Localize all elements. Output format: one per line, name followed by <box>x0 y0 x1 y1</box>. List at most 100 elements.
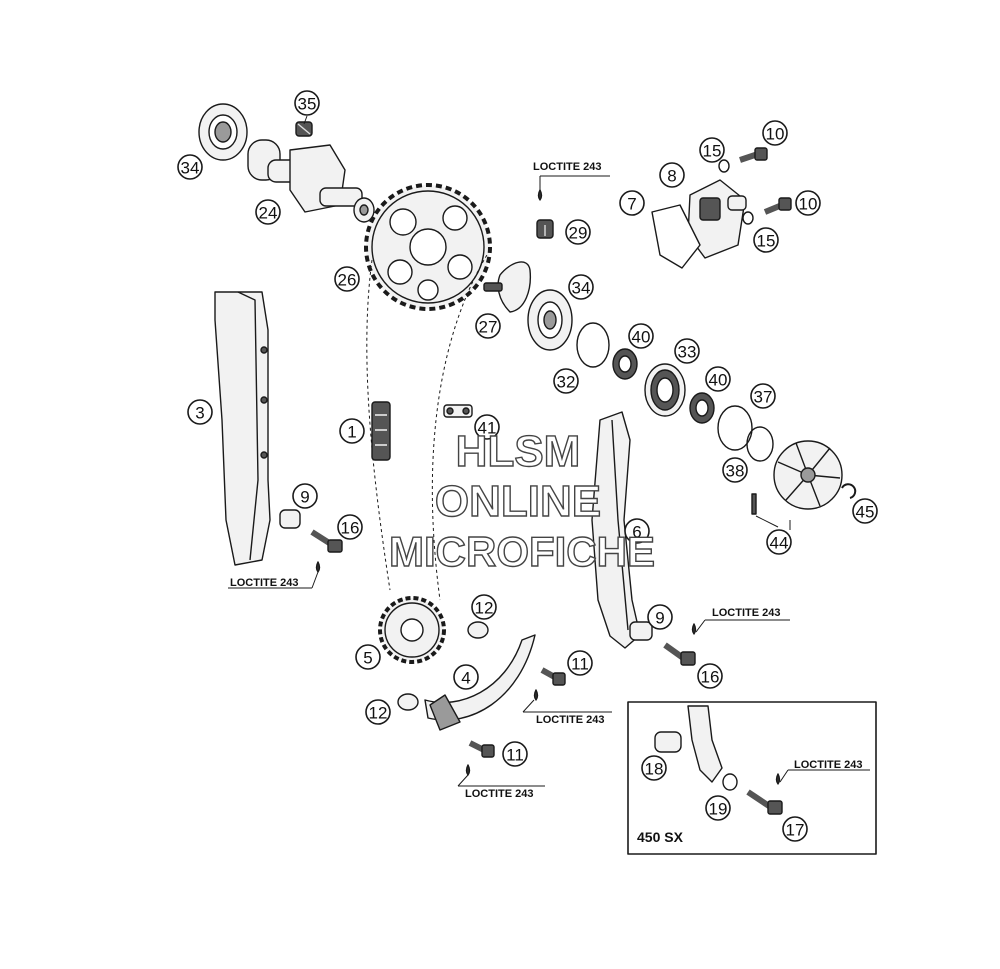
callout-number: 15 <box>703 142 722 161</box>
callout-circle <box>471 594 497 620</box>
chain-tensioner-8 <box>687 179 747 259</box>
bearing-34-left <box>198 103 248 161</box>
callout-circle <box>475 313 501 339</box>
callout-18: 18 <box>641 755 667 781</box>
variant-box-450sx <box>627 701 877 855</box>
callout-circle <box>699 137 725 163</box>
callout-circle <box>619 190 645 216</box>
callout-34b: 34 <box>568 274 594 300</box>
callout-circle <box>641 755 667 781</box>
callout-number: 33 <box>678 343 697 362</box>
callout-19: 19 <box>705 795 731 821</box>
callout-number: 34 <box>572 279 591 298</box>
callout-11b: 11 <box>502 741 528 767</box>
callout-number: 37 <box>754 388 773 407</box>
watermark-line-2: ONLINE <box>435 477 601 526</box>
callout-circle <box>334 266 360 292</box>
callout-circle <box>567 650 593 676</box>
bushing-9-right <box>629 621 653 641</box>
washer-15-lower <box>742 211 754 225</box>
loctite-label-left: LOCTITE 243 <box>230 577 298 589</box>
screw-11-upper <box>540 667 566 686</box>
callout-15a: 15 <box>699 137 725 163</box>
callout-number: 12 <box>475 599 494 618</box>
callout-circle <box>565 219 591 245</box>
callout-11a: 11 <box>567 650 593 676</box>
loctite-label-top: LOCTITE 243 <box>533 161 601 173</box>
callout-circle <box>337 514 363 540</box>
loctite-label-bottom: LOCTITE 243 <box>465 788 533 800</box>
callout-circle <box>647 604 673 630</box>
callout-number: 4 <box>461 669 470 688</box>
callout-circle <box>355 644 381 670</box>
water-pump-impeller-44 <box>773 440 843 510</box>
loctite-labels: LOCTITE 243 LOCTITE 243 LOCTITE 243 LOCT… <box>230 161 862 800</box>
callout-circle <box>292 483 318 509</box>
callout-labels: 1345678991010111112121515161617181924262… <box>177 90 878 842</box>
screw-29 <box>536 219 554 239</box>
loctite-drop-right <box>691 623 697 635</box>
decompressor-shaft-24 <box>247 139 375 223</box>
callout-number: 11 <box>506 746 524 765</box>
crank-sprocket-5 <box>378 596 446 664</box>
callout-number: 9 <box>300 488 309 507</box>
callout-16a: 16 <box>337 514 363 540</box>
watermark-line-3: MICROFICHE <box>389 528 655 575</box>
callout-circle <box>187 399 213 425</box>
callout-number: 45 <box>856 503 875 522</box>
callout-number: 11 <box>571 655 589 674</box>
chain-guide-3 <box>214 291 271 566</box>
o-ring-37 <box>746 426 774 462</box>
callout-5: 5 <box>355 644 381 670</box>
callout-number: 40 <box>709 371 728 390</box>
callout-circle <box>624 518 650 544</box>
callout-24: 24 <box>255 199 281 225</box>
chain-joint-41 <box>443 404 473 418</box>
callout-circle <box>705 795 731 821</box>
screw-11-lower <box>468 740 495 758</box>
seal-40-left <box>612 348 638 380</box>
callout-27: 27 <box>475 313 501 339</box>
circlip-45 <box>841 483 857 499</box>
callout-circle <box>339 418 365 444</box>
screw-16-right <box>663 642 696 666</box>
callout-number: 18 <box>645 760 664 779</box>
callout-9b: 9 <box>647 604 673 630</box>
callout-38: 38 <box>722 457 748 483</box>
callout-number: 17 <box>786 821 805 840</box>
callout-37: 37 <box>750 383 776 409</box>
screw-10-lower <box>763 197 792 215</box>
callout-circle <box>177 154 203 180</box>
callout-7: 7 <box>619 190 645 216</box>
callout-4: 4 <box>453 664 479 690</box>
callout-circle <box>753 227 779 253</box>
callout-number: 9 <box>655 609 664 628</box>
callout-number: 26 <box>338 271 357 290</box>
callout-6: 6 <box>624 518 650 544</box>
callout-circle <box>453 664 479 690</box>
loctite-drop-center <box>533 689 539 701</box>
guide-rail-4 <box>424 634 536 731</box>
callout-12a: 12 <box>471 594 497 620</box>
callout-35: 35 <box>294 90 320 116</box>
callout-circle <box>697 663 723 689</box>
callout-circle <box>852 498 878 524</box>
callout-number: 27 <box>479 318 498 337</box>
callout-circle <box>553 368 579 394</box>
chain-guide-450sx <box>687 705 723 783</box>
callout-number: 16 <box>341 519 360 538</box>
washer-19 <box>722 773 738 791</box>
washer-15-upper <box>718 159 730 173</box>
callout-number: 24 <box>259 204 278 223</box>
shim-32 <box>576 322 610 368</box>
callout-circle <box>294 90 320 116</box>
callout-number: 38 <box>726 462 745 481</box>
loctite-label-450sx: LOCTITE 243 <box>794 759 862 771</box>
o-ring-38 <box>717 405 753 451</box>
leader-lines <box>228 115 870 787</box>
callout-number: 10 <box>766 125 785 144</box>
watermark: HLSM ONLINE MICROFICHE <box>388 426 655 575</box>
bushing-18 <box>654 731 682 753</box>
loctite-drop-left <box>315 561 321 573</box>
